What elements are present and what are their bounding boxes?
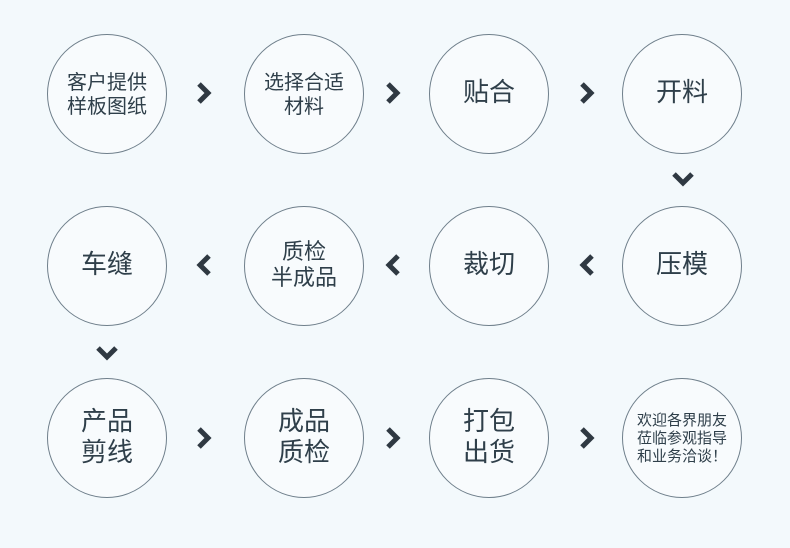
arrow-left-icon (191, 252, 217, 278)
step-laminate: 贴合 (429, 34, 549, 154)
arrow-down-icon (94, 340, 120, 366)
step-text-line: 欢迎各界朋友 (636, 411, 727, 429)
arrow-right-icon (191, 425, 217, 451)
step-inspect-finished: 成品 质检 (244, 378, 364, 498)
arrow-left-icon (380, 252, 406, 278)
arrow-right-icon (574, 425, 600, 451)
step-text-line: 开料 (655, 78, 708, 109)
step-press-mold: 压模 (622, 206, 742, 326)
step-text-line: 和业务洽谈！ (636, 447, 727, 465)
arrow-right-icon (191, 80, 217, 106)
step-welcome: 欢迎各界朋友 莅临参观指导 和业务洽谈！ (622, 378, 742, 498)
step-text-line: 剪线 (80, 438, 133, 468)
step-pack-ship: 打包 出货 (429, 378, 549, 498)
step-inspect-semi: 质检 半成品 (244, 206, 364, 326)
step-customer-provides-sample: 客户提供 样板图纸 (47, 34, 167, 154)
step-text-line: 客户提供 (67, 70, 147, 94)
step-text-line: 选择合适 (264, 70, 344, 94)
step-text-line: 质检 (277, 438, 330, 468)
step-text-line: 莅临参观指导 (636, 429, 727, 447)
step-text-line: 车缝 (80, 250, 133, 281)
step-text-line: 贴合 (462, 78, 515, 109)
arrow-down-icon (670, 166, 696, 192)
step-text-line: 打包 (462, 406, 515, 437)
arrow-left-icon (574, 252, 600, 278)
step-text-line: 样板图纸 (67, 94, 147, 118)
arrow-right-icon (574, 80, 600, 106)
step-text-line: 出货 (462, 438, 515, 468)
step-text-line: 压模 (655, 250, 708, 281)
step-text-line: 产品 (80, 406, 133, 437)
step-text-line: 材料 (284, 94, 324, 118)
step-text-line: 质检 (281, 239, 326, 265)
step-text-line: 成品 (277, 406, 330, 437)
step-text-line: 半成品 (270, 266, 337, 291)
step-text-line: 裁切 (462, 250, 515, 281)
step-product-trim: 产品 剪线 (47, 378, 167, 498)
step-cutting: 裁切 (429, 206, 549, 326)
arrow-right-icon (380, 80, 406, 106)
step-cut-material: 开料 (622, 34, 742, 154)
step-sewing: 车缝 (47, 206, 167, 326)
arrow-right-icon (380, 425, 406, 451)
step-choose-material: 选择合适 材料 (244, 34, 364, 154)
